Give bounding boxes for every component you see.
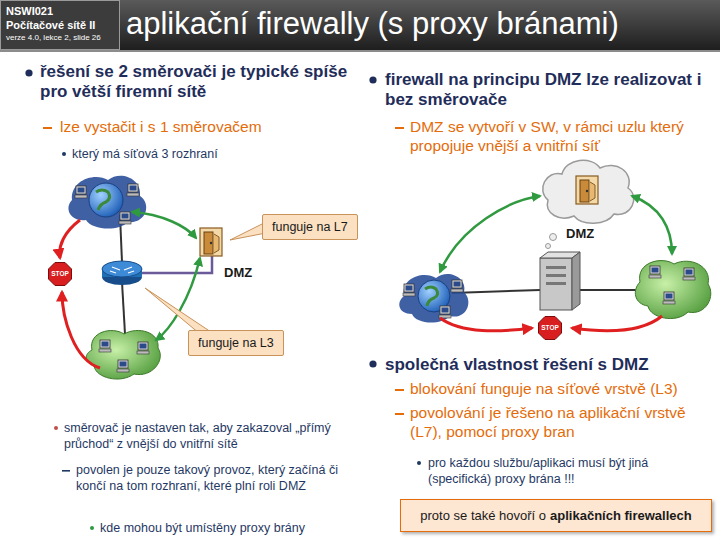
slide-title: aplikační firewally (s proxy bránami) [126, 6, 619, 42]
course-text: NSWI021 [6, 4, 114, 18]
sub-bullet-text: blokování funguje na síťové vrstvě (L3) [410, 380, 710, 399]
bullet-markers [25, 69, 421, 530]
detail-text: směrovač je nastaven tak, aby zakazoval … [64, 420, 356, 452]
node-text: funguje na L7 [272, 220, 348, 234]
zone-label: DMZ [564, 226, 596, 241]
stop-sign: STOP [48, 262, 72, 286]
detail-text: kde mohou být umístěny proxy brány [100, 520, 360, 536]
bullet-text: firewall na principu DMZ lze realizovat … [385, 70, 707, 111]
sub-bullet-text: lze vystačit i s 1 směrovačem [60, 118, 360, 137]
sub-bullet-text: povolování je řešeno na aplikační vrstvě… [410, 404, 706, 442]
course-badge: NSWI021Počítačové sítě IIverze 4.0, lekc… [0, 0, 120, 50]
course-text: Počítačové sítě II [6, 18, 114, 32]
detail-text: povolen je pouze takový provoz, který za… [76, 462, 358, 494]
node-text: funguje na L3 [198, 336, 274, 350]
bullet-text: společná vlastnost řešení s DMZ [385, 355, 707, 375]
node-text: STOP [48, 262, 72, 286]
stop-sign: STOP [538, 316, 562, 340]
version-text: verze 4.0, lekce 2, slide 26 [6, 33, 114, 43]
box-text: proto se také hovoří o [420, 508, 546, 523]
callout-box: funguje na L7 [262, 214, 358, 240]
callout-box: funguje na L3 [188, 330, 284, 356]
box-emphasis: aplikačních firewallech [550, 508, 692, 523]
conclusion-box: proto se také hovoří o aplikačních firewa… [400, 499, 712, 532]
detail-text: který má síťová 3 rozhraní [72, 146, 352, 162]
bullet-text: řešení se 2 směrovači je typické spíše p… [40, 62, 362, 103]
detail-text: pro každou službu/aplikaci musí být jiná… [428, 455, 700, 487]
sub-bullet-text: DMZ se vytvoří v SW, v rámci uzlu který … [410, 118, 705, 156]
right-network-diagram [399, 160, 710, 331]
node-text: STOP [538, 316, 562, 340]
zone-label: DMZ [222, 265, 254, 280]
